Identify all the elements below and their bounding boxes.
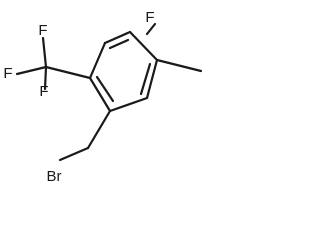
chemical-structure: F F F F Br	[3, 9, 203, 185]
atom-f-cf3-left: F	[3, 65, 12, 82]
cf3-bond-left	[15, 65, 48, 76]
atom-f-cf3-bottom: F	[39, 83, 48, 100]
ring-double-bond-3	[95, 75, 115, 103]
benzene-ring	[88, 30, 159, 113]
ring-bond-3	[108, 96, 149, 113]
ring-c-f-bond	[145, 22, 157, 36]
ring-ch2-bond	[86, 109, 112, 150]
atom-f-cf3-top: F	[38, 22, 47, 39]
ring-double-bond-2	[139, 62, 152, 96]
cf3-bond-bottom	[43, 65, 48, 91]
ring-cf3-bond	[44, 65, 92, 80]
ring-bond-5	[88, 41, 107, 80]
ring-bond-6	[103, 30, 132, 45]
ring-bond-2	[145, 58, 159, 100]
ring-bond-4	[88, 76, 112, 113]
ch2-br-bond	[58, 146, 90, 162]
ring-double-bond-1	[108, 38, 130, 50]
cf3-bond-top	[41, 36, 48, 69]
ring-bond-1	[128, 30, 159, 62]
atom-br: Br	[47, 168, 62, 185]
atom-f-top: F	[145, 9, 154, 26]
methyl-bond	[155, 58, 203, 73]
